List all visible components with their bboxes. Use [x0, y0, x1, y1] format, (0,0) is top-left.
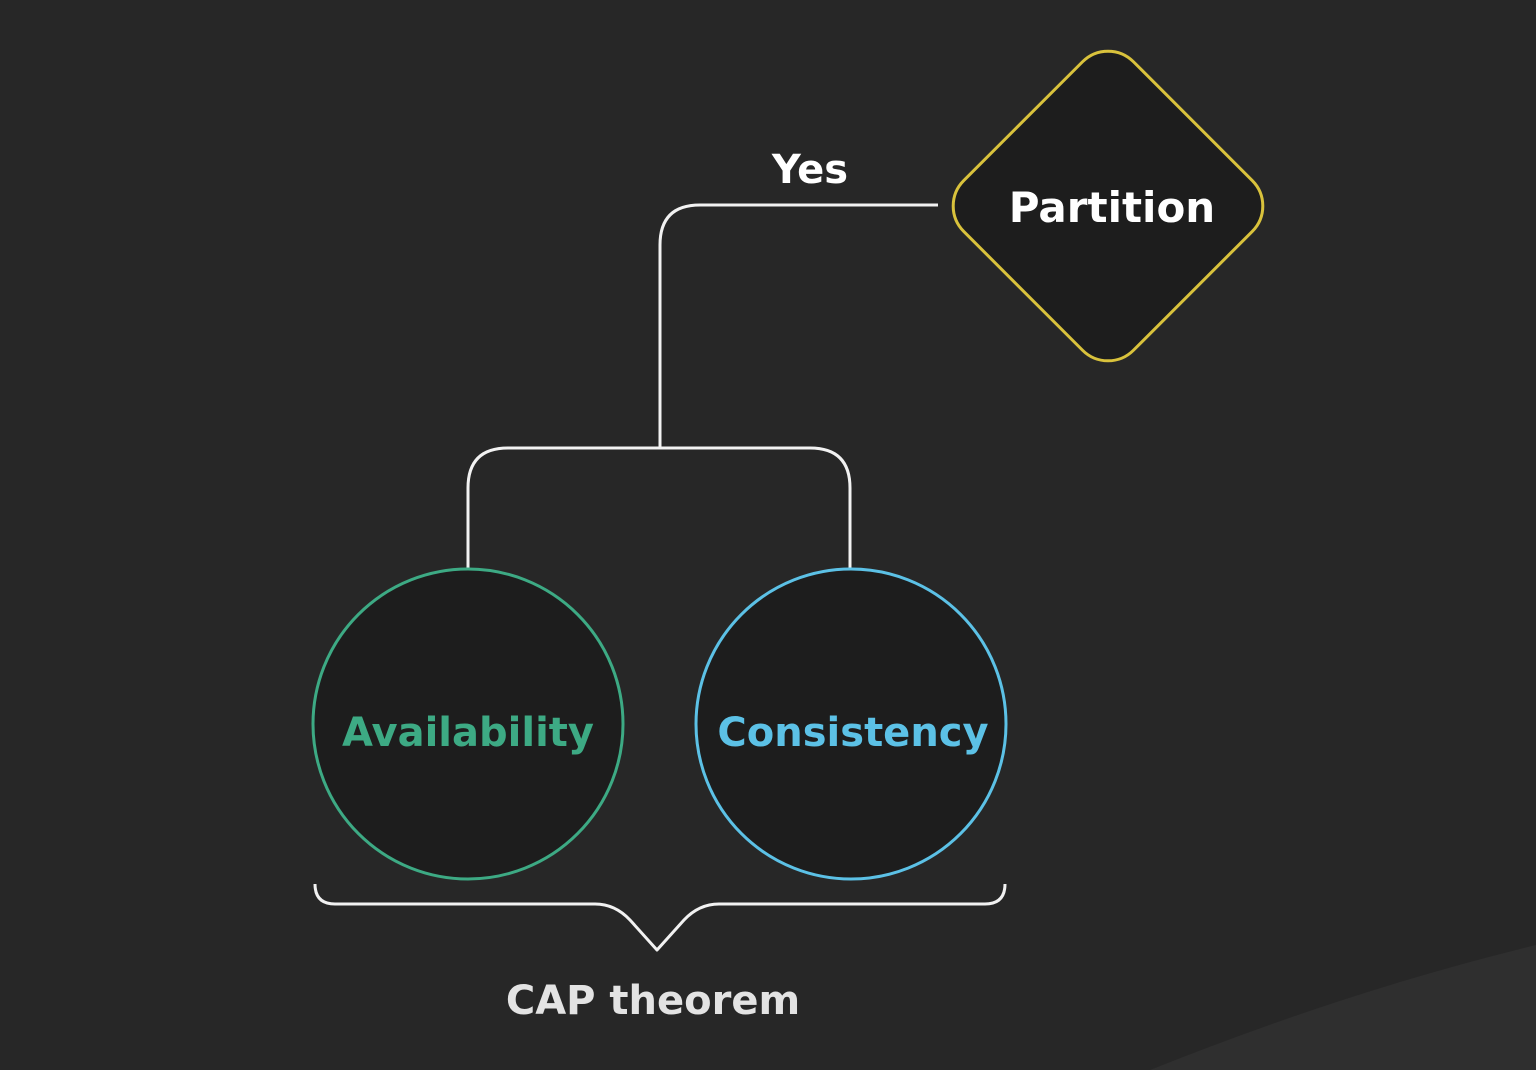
branch-connector — [466, 446, 852, 568]
partition-label: Partition — [1009, 183, 1215, 232]
availability-circle[interactable] — [311, 567, 625, 881]
partition-diamond[interactable] — [938, 36, 1277, 375]
yes-label: Yes — [771, 147, 848, 193]
background-sheen — [1150, 945, 1536, 1070]
availability-label: Availability — [342, 710, 594, 756]
yes-connector — [658, 203, 938, 447]
cap-brace — [313, 883, 1007, 952]
consistency-circle[interactable] — [694, 567, 1008, 881]
cap-theorem-label: CAP theorem — [506, 978, 800, 1024]
consistency-label: Consistency — [717, 710, 988, 756]
